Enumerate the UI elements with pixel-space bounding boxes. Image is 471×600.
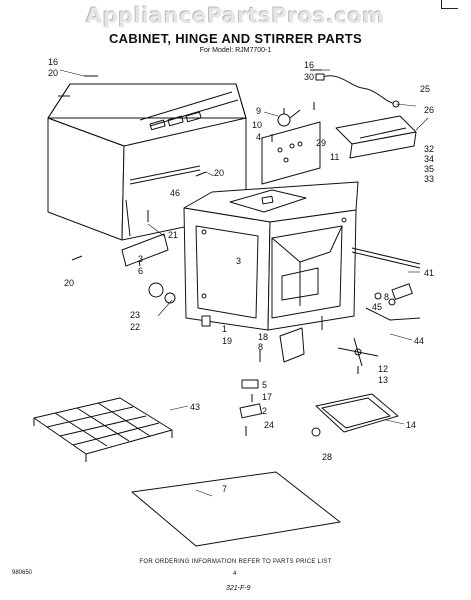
callout: 8 [258,342,263,352]
callout: 8 [384,292,389,302]
hinge-parts [239,316,323,436]
callout: 2 [262,406,267,416]
callout: 17 [262,392,272,402]
callout: 3 [138,254,143,264]
waveguide-cover [279,327,305,363]
page-title: CABINET, HINGE AND STIRRER PARTS [108,31,362,46]
callout: 33 [424,174,434,184]
callout: 12 [378,364,388,374]
stirrer-fan [337,337,379,374]
leader-lines [59,69,429,497]
air-duct [335,115,417,159]
corner-mark [441,0,458,9]
callout: 16 [48,57,58,67]
callout-numbers: 16 20 16 30 25 26 9 10 4 29 11 32 34 35 … [48,57,434,494]
callout: 24 [264,420,274,430]
screws [58,69,322,267]
watermark: AppliancePartsPros.com [86,4,385,28]
page-number: 4 [233,571,237,577]
front-trim [351,247,421,321]
callout: 44 [414,336,424,346]
handwritten-note: 321-F-9 [226,585,251,592]
callout: 23 [130,310,140,320]
glass-tray [131,471,341,547]
callout: 3 [236,256,241,266]
callout: 4 [256,132,261,142]
ordering-note: FOR ORDERING INFORMATION REFER TO PARTS … [139,559,332,565]
callout: 13 [378,375,388,385]
callout: 9 [256,106,261,116]
callout: 20 [64,278,74,288]
callout: 34 [424,154,434,164]
callout: 20 [48,68,58,78]
document-code: 980650 [12,570,33,576]
callout: 20 [214,168,224,178]
callout: 22 [130,322,140,332]
callout: 18 [258,332,268,342]
callout: 10 [252,120,262,130]
callout: 6 [138,266,143,276]
callout: 41 [424,268,434,278]
callout: 14 [406,420,416,430]
callout: 1 [222,324,227,334]
callout: 7 [222,484,227,494]
callout: 11 [330,152,339,162]
callout: 32 [424,144,434,154]
thermal-cutout [277,108,301,127]
oven-rack [33,397,173,462]
hinge-plate [121,233,211,327]
oven-cavity [183,181,359,331]
callout: 30 [304,72,314,82]
callout: 29 [316,138,326,148]
callout: 45 [372,302,382,312]
stirrer-cover [311,393,399,437]
callout: 25 [420,84,430,94]
model-subtitle: For Model: RJM7700-1 [199,47,272,54]
callout: 28 [322,452,332,462]
callout: 5 [262,380,267,390]
callout: 35 [424,164,434,174]
callout: 43 [190,402,200,412]
callout: 21 [168,230,178,240]
callout: 26 [424,105,434,115]
callout: 19 [222,336,232,346]
callout: 16 [304,60,314,70]
control-bracket [261,121,321,185]
callout: 46 [170,188,180,198]
wire-harness [319,75,397,105]
